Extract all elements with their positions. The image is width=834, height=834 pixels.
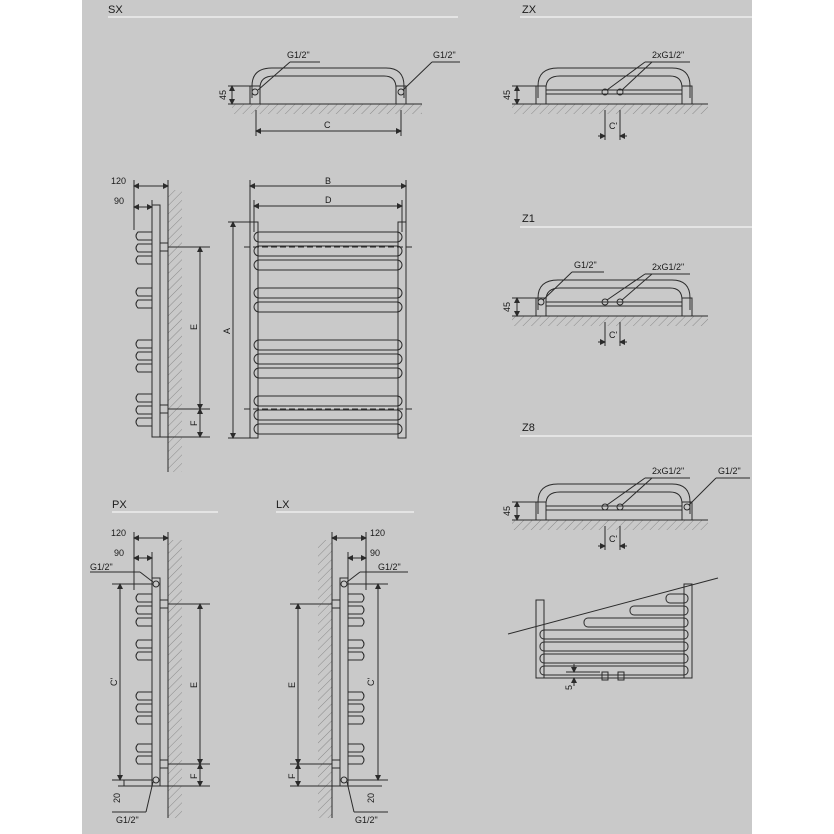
view-sx xyxy=(108,16,460,136)
px-dim-e: E xyxy=(189,682,199,688)
front-dim-a: A xyxy=(222,328,232,334)
lx-dim-120: 120 xyxy=(370,528,385,538)
px-conn-bottom-label: G1/2" xyxy=(116,815,139,825)
px-conn-top-label: G1/2" xyxy=(90,562,113,572)
sx-conn-left-label: G1/2" xyxy=(287,50,310,60)
z8-title: Z8 xyxy=(522,422,535,434)
sx-dim-c: C xyxy=(324,120,331,130)
px-dim-f: F xyxy=(189,773,199,779)
lx-conn-bottom-label: G1/2" xyxy=(355,815,378,825)
px-dim-c: C' xyxy=(109,678,119,686)
lx-dim-20: 20 xyxy=(366,793,376,803)
z8-dim-45: 45 xyxy=(502,506,512,516)
lx-dim-c: C' xyxy=(366,678,376,686)
zx-dim-c: C' xyxy=(609,121,617,131)
px-dim-20: 20 xyxy=(112,793,122,803)
lx-dim-f: F xyxy=(287,773,297,779)
view-px xyxy=(90,511,218,818)
zx-conn-label: 2xG1/2" xyxy=(652,50,684,60)
slope-dim-5: 5 xyxy=(564,685,574,690)
lx-conn-top-label: G1/2" xyxy=(378,562,401,572)
front-dim-d: D xyxy=(325,195,332,205)
z1-title: Z1 xyxy=(522,213,535,225)
front-dim-b: B xyxy=(325,176,331,186)
side-dim-120: 120 xyxy=(111,176,126,186)
zx-title: ZX xyxy=(522,4,537,16)
px-dim-120: 120 xyxy=(111,528,126,538)
bracket-right xyxy=(395,85,407,105)
view-slope xyxy=(507,577,719,686)
z8-conn-right-label: G1/2" xyxy=(718,466,741,476)
view-front xyxy=(228,180,412,439)
z8-dim-c: C' xyxy=(609,534,617,544)
z1-conn-mid-label: 2xG1/2" xyxy=(652,262,684,272)
view-lx xyxy=(276,511,414,818)
z1-dim-c: C' xyxy=(609,330,617,340)
floor-hatch xyxy=(232,104,422,114)
view-z1 xyxy=(512,226,752,346)
connection-right xyxy=(397,88,405,96)
zx-dim-45: 45 xyxy=(502,90,512,100)
rail-top xyxy=(251,67,405,98)
view-side xyxy=(133,180,210,472)
connection-left xyxy=(251,88,259,96)
view-zx xyxy=(512,16,752,140)
lx-dim-90: 90 xyxy=(370,548,380,558)
px-title: PX xyxy=(112,499,127,511)
sx-dim-45: 45 xyxy=(218,90,228,100)
z8-conn-mid-label: 2xG1/2" xyxy=(652,466,684,476)
sx-title: SX xyxy=(108,4,123,16)
sx-conn-right-label: G1/2" xyxy=(433,50,456,60)
z1-dim-45: 45 xyxy=(502,302,512,312)
z1-conn-left-label: G1/2" xyxy=(574,260,597,270)
view-z8 xyxy=(512,435,752,550)
side-dim-90: 90 xyxy=(114,196,124,206)
drawing-sheet xyxy=(82,0,752,834)
lx-title: LX xyxy=(276,499,290,511)
bracket-left xyxy=(249,85,261,105)
px-dim-90: 90 xyxy=(114,548,124,558)
side-dim-e: E xyxy=(189,324,199,330)
side-dim-f: F xyxy=(189,420,199,426)
lx-dim-e: E xyxy=(287,682,297,688)
